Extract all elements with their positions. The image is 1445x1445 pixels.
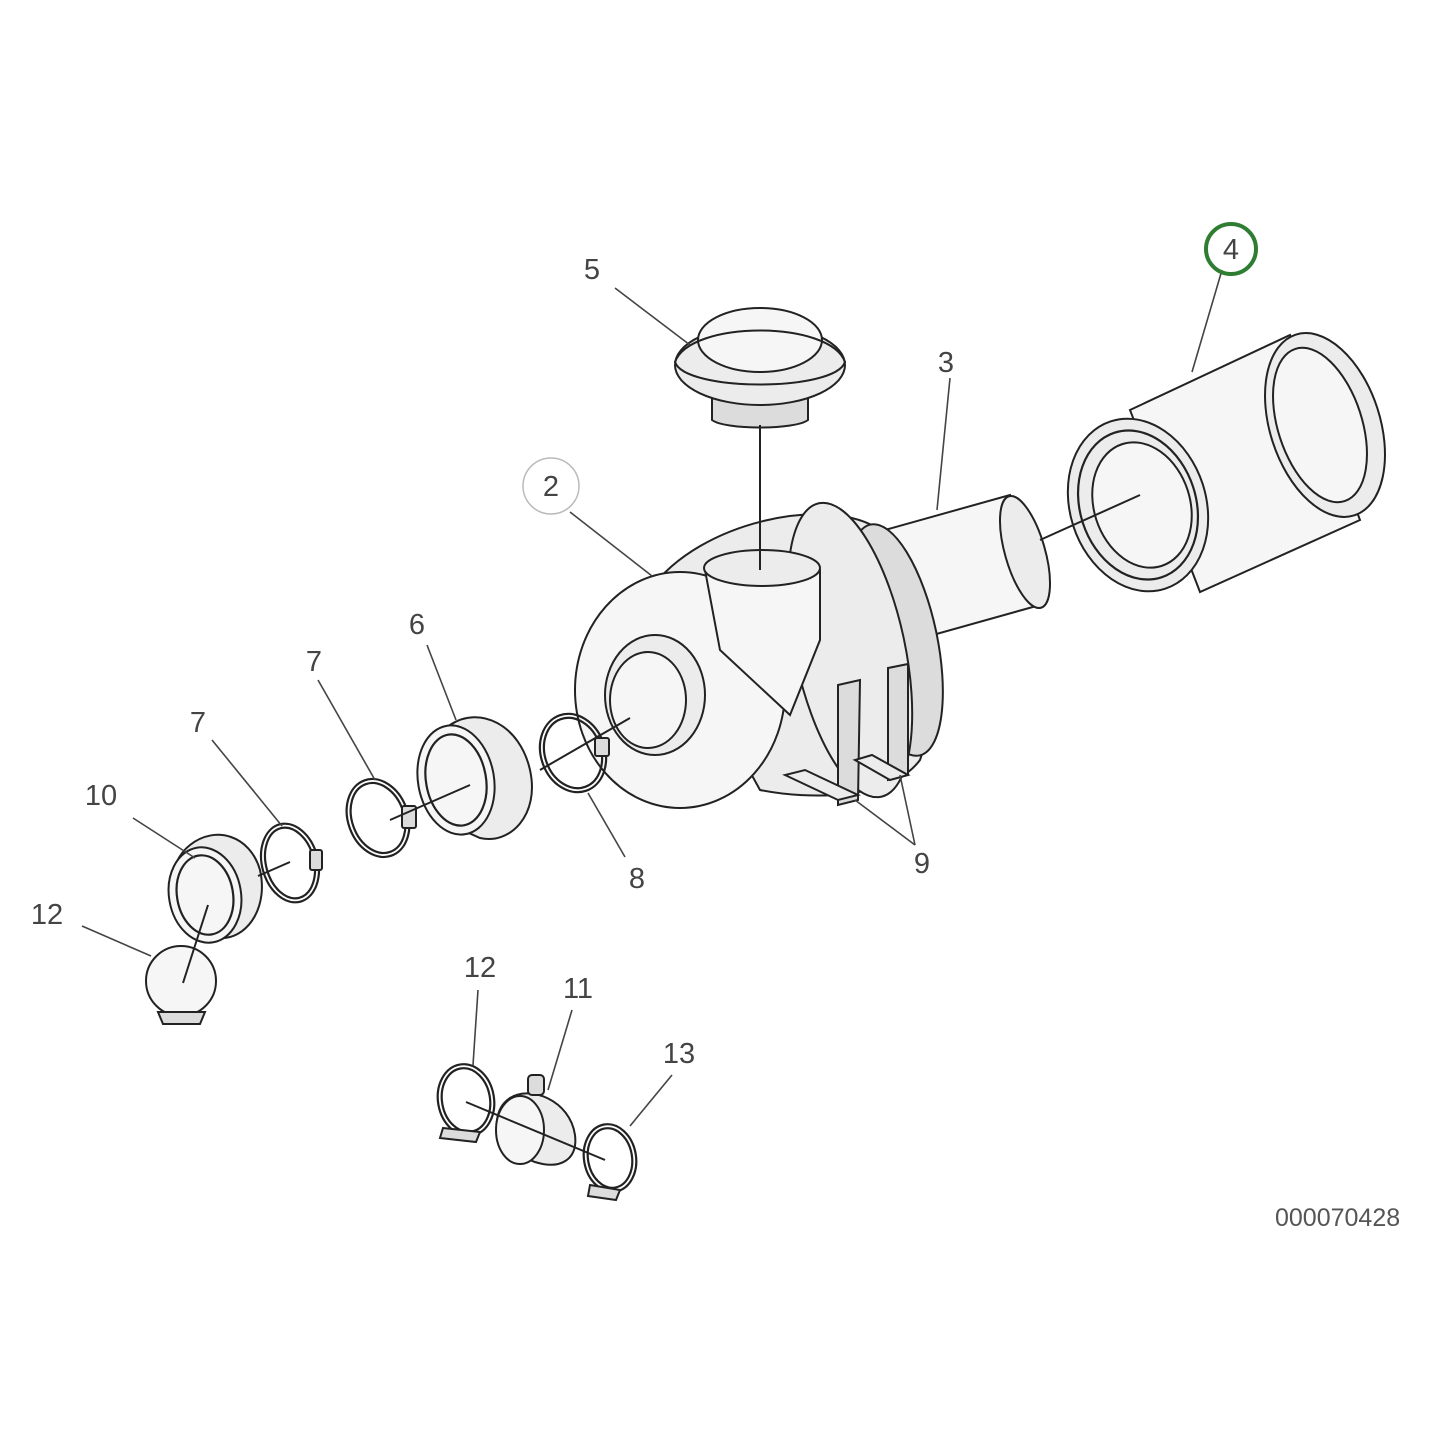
clamp-part-12-lower[interactable]	[432, 1060, 500, 1144]
callout-label-6: 6	[409, 609, 425, 641]
rain-cap-part-5[interactable]	[673, 307, 847, 429]
callout-label-7-upper: 7	[306, 646, 322, 678]
callout-label-12-lower: 12	[464, 952, 496, 984]
callout-label-12-left: 12	[31, 899, 63, 931]
callout-label-10: 10	[85, 780, 117, 812]
callout-label-7-lower: 7	[190, 707, 206, 739]
callout-circle-4	[1204, 222, 1258, 276]
assembly-axes	[182, 425, 1141, 1161]
leader-lines	[81, 269, 1223, 1127]
drawing-reference-number: 000070428	[1275, 1204, 1400, 1232]
callout-label-13: 13	[663, 1038, 695, 1070]
callout-label-8: 8	[629, 863, 645, 895]
clamp-part-13[interactable]	[578, 1120, 641, 1202]
callout-label-4: 4	[1223, 234, 1239, 266]
clamp-part-8[interactable]	[529, 704, 617, 801]
filter-element-part-4[interactable]	[1046, 318, 1407, 610]
callout-label-11: 11	[563, 973, 593, 1005]
mounting-bracket-part-9[interactable]	[782, 662, 911, 807]
connector-part-11[interactable]	[495, 1074, 577, 1166]
callout-label-5: 5	[584, 254, 600, 286]
callout-circle-2	[522, 457, 580, 515]
elbow-part-10[interactable]	[161, 833, 263, 949]
callout-label-2: 2	[543, 471, 559, 503]
air-cleaner-housing-part-2[interactable]	[574, 492, 961, 809]
callout-label-9: 9	[914, 848, 930, 880]
clamp-part-12-left[interactable]	[145, 945, 217, 1025]
callout-label-3: 3	[938, 347, 954, 379]
rubber-adapter-part-6[interactable]	[409, 716, 533, 841]
clamp-part-7-upper[interactable]	[336, 770, 420, 866]
